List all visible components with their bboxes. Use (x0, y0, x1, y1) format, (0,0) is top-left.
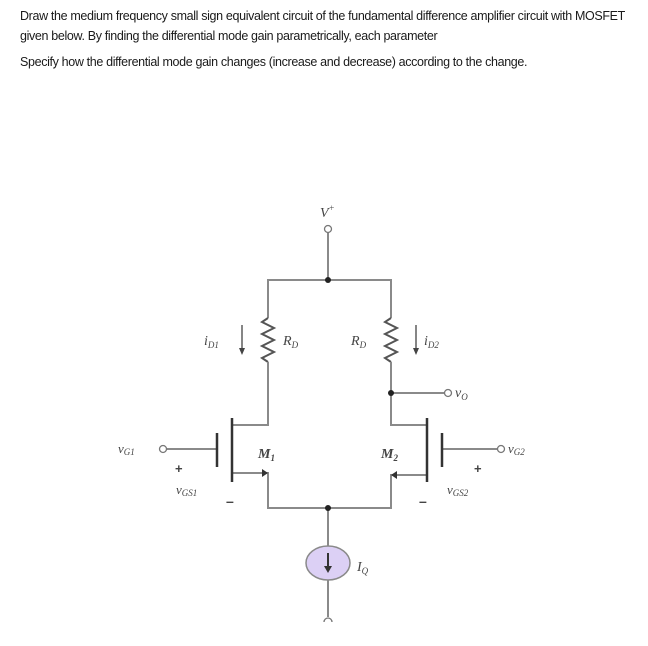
question-paragraph-1: Draw the medium frequency small sign equ… (20, 9, 625, 43)
mosfet-m1 (215, 418, 234, 482)
vg1-terminal (158, 444, 168, 454)
m1-label: M1 (257, 447, 275, 463)
rd1-label: RD (282, 334, 299, 350)
vgs1-minus: – (226, 493, 234, 509)
id1-label: iD1 (204, 334, 219, 350)
mosfet-m2 (425, 418, 444, 482)
vgs2-minus: – (419, 493, 427, 509)
m1-source-arrow-icon (262, 469, 268, 477)
junction-dot (388, 390, 394, 396)
vo-terminal (443, 388, 453, 398)
id2-label: iD2 (424, 334, 439, 350)
m2-label: M2 (380, 447, 398, 463)
id2-arrow-icon (413, 348, 419, 355)
vplus-label: V+ (320, 203, 335, 221)
vgs1-plus: + (175, 461, 183, 476)
m2-source-arrow-icon (391, 471, 397, 479)
junction-dot (325, 277, 331, 283)
current-arrows (241, 325, 417, 350)
junction-dot (325, 505, 331, 511)
vgs2-plus: + (474, 461, 482, 476)
vgs2-label: vGS2 (447, 482, 469, 498)
ground-terminal (323, 617, 333, 623)
current-source-arrow-icon (324, 566, 332, 573)
rd2-label: RD (350, 334, 367, 350)
iq-label: IQ (356, 560, 369, 576)
vg2-terminal (496, 444, 506, 454)
question-paragraph-2: Specify how the differential mode gain c… (20, 55, 528, 69)
vo-label: vO (455, 386, 468, 402)
question-text: Draw the medium frequency small sign equ… (20, 6, 630, 72)
vg2-label: vG2 (508, 441, 525, 457)
vplus-terminal (323, 224, 333, 234)
vgs1-label: vGS1 (176, 482, 197, 498)
vg1-label: vG1 (118, 441, 135, 457)
id1-arrow-icon (239, 348, 245, 355)
